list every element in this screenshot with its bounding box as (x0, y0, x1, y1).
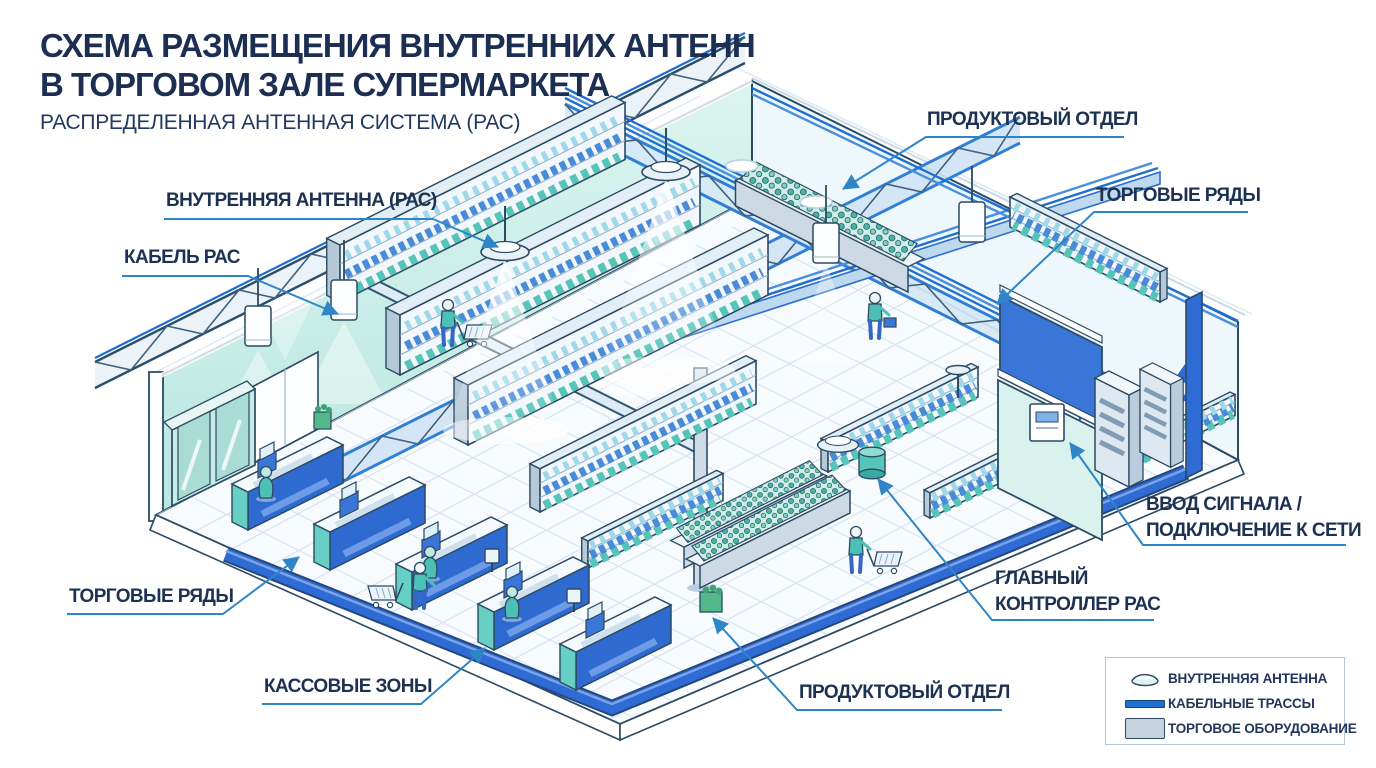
legend-row-cable: КАБЕЛЬНЫЕ ТРАССЫ (1122, 691, 1344, 716)
indoor-antennas (443, 128, 833, 443)
retail-equipment-icon (1122, 718, 1168, 739)
callout-main-controller-line1: ГЛАВНЫЙ (995, 568, 1088, 589)
legend-label-cable: КАБЕЛЬНЫЕ ТРАССЫ (1168, 696, 1315, 711)
callout-produce-dept-bottom: ПРОДУКТОВЫЙ ОТДЕЛ (799, 682, 1010, 703)
signal-entry-box (1029, 403, 1065, 442)
das-controller-unit (816, 364, 971, 480)
cable-route-icon (1122, 699, 1168, 708)
title-block: СХЕМА РАЗМЕЩЕНИЯ ВНУТРЕННИХ АНТЕНН В ТОР… (40, 26, 756, 135)
plant-basket (313, 404, 332, 430)
callout-retail-aisles-left: ТОРГОВЫЕ РЯДЫ (69, 586, 234, 607)
callout-signal-entry: ВВОД СИГНАЛА / ПОДКЛЮЧЕНИЕ К СЕТИ (1146, 492, 1362, 544)
legend: ВНУТРЕННЯЯ АНТЕННА КАБЕЛЬНЫЕ ТРАССЫ ТОРГ… (1105, 657, 1357, 745)
callout-produce-dept-top: ПРОДУКТОВЫЙ ОТДЕЛ (927, 109, 1138, 130)
legend-label-antenna: ВНУТРЕННЯЯ АНТЕННА (1168, 671, 1328, 686)
legend-row-antenna: ВНУТРЕННЯЯ АНТЕННА (1122, 666, 1344, 691)
callout-signal-entry-line1: ВВОД СИГНАЛА / (1146, 494, 1302, 515)
fridge-case (162, 380, 257, 508)
callout-retail-aisles-right: ТОРГОВЫЕ РЯДЫ (1096, 185, 1261, 206)
callout-main-controller: ГЛАВНЫЙ КОНТРОЛЛЕР РАС (995, 566, 1161, 618)
callout-das-cable: КАБЕЛЬ РАС (124, 247, 240, 268)
people (255, 290, 903, 623)
callout-main-controller-line2: КОНТРОЛЛЕР РАС (995, 594, 1161, 615)
produce-displays (669, 161, 925, 613)
callout-signal-entry-line2: ПОДКЛЮЧЕНИЕ К СЕТИ (1146, 520, 1362, 541)
indoor-antenna-icon (1122, 670, 1168, 687)
callout-checkout-zones: КАССОВЫЕ ЗОНЫ (264, 676, 432, 697)
page-subtitle: РАСПРЕДЕЛЕННАЯ АНТЕННАЯ СИСТЕМА (РАС) (40, 111, 521, 134)
callout-indoor-antenna: ВНУТРЕННЯЯ АНТЕННА (РАС) (166, 190, 437, 211)
page-title-line1: СХЕМА РАЗМЕЩЕНИЯ ВНУТРЕННИХ АНТЕНН (40, 27, 756, 64)
page-title-line2: В ТОРГОВОМ ЗАЛЕ СУПЕРМАРКЕТА (40, 66, 610, 103)
legend-label-equipment: ТОРГОВОЕ ОБОРУДОВАНИЕ (1168, 721, 1357, 736)
legend-row-equipment: ТОРГОВОЕ ОБОРУДОВАНИЕ (1122, 716, 1357, 741)
